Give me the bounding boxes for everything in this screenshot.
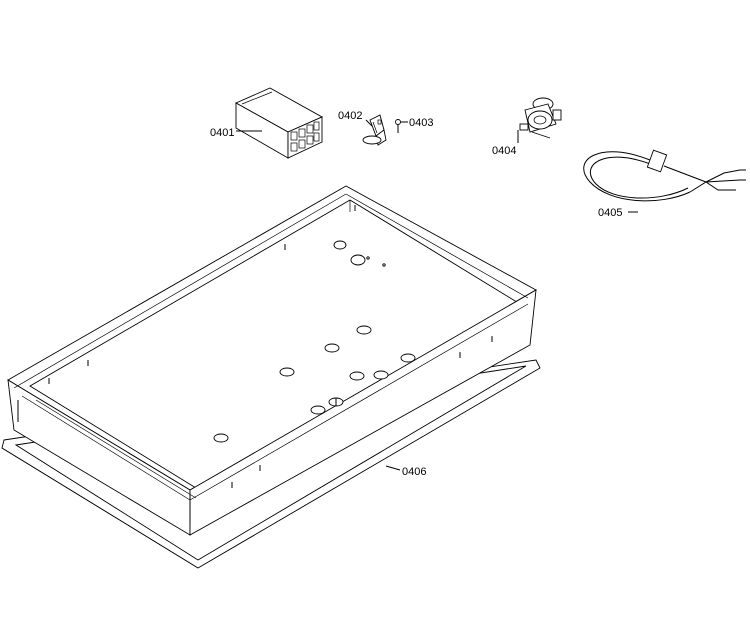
label-0401: 0401	[210, 127, 234, 139]
label-0402: 0402	[338, 110, 362, 122]
label-0404: 0404	[492, 145, 516, 157]
label-0406: 0406	[402, 466, 426, 478]
cooktop-tray[interactable]	[7, 185, 537, 536]
part-0403-screw[interactable]	[395, 119, 409, 134]
part-0405-power-cord[interactable]	[583, 149, 746, 213]
part-0404-gas-regulator[interactable]	[517, 97, 562, 143]
part-0401-control-module[interactable]	[234, 87, 324, 159]
label-0405: 0405	[598, 207, 622, 219]
part-0402-bracket[interactable]	[362, 114, 387, 146]
label-0403: 0403	[409, 117, 433, 129]
